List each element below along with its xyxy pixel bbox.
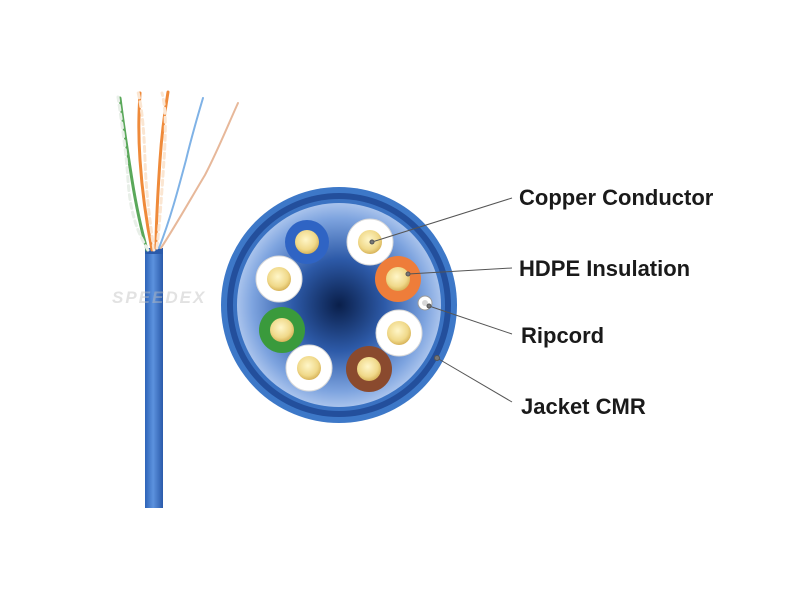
leader-jacket <box>436 357 513 403</box>
conductor-white-orange <box>375 309 423 357</box>
conductor-green <box>259 307 305 353</box>
leader-hdpe <box>407 267 513 275</box>
orange-pair-strand <box>137 91 154 252</box>
watermark-logo: SPEEDEX <box>112 288 207 307</box>
cable-cross-section <box>221 187 457 423</box>
leader-ripcord <box>428 305 513 335</box>
conductor-white-brown <box>285 344 333 392</box>
conductor-brown <box>346 346 392 392</box>
core-interior <box>237 203 441 407</box>
leader-lines <box>369 197 513 403</box>
twisted-pairs <box>116 90 239 252</box>
leader-copper <box>371 197 513 243</box>
hdpe-insulation-label: HDPE Insulation <box>519 256 691 281</box>
conductor-blue <box>285 220 329 264</box>
copper-conductor-label: Copper Conductor <box>519 185 714 210</box>
ripcord-label: Ripcord <box>521 323 605 348</box>
green-pair-strand <box>118 96 149 252</box>
brown-pair-strand <box>160 102 239 249</box>
conductor-white-green <box>255 255 303 303</box>
cable-jacket-side <box>145 250 163 508</box>
conductor-orange <box>375 256 421 302</box>
jacket-label: Jacket CMR <box>521 394 646 419</box>
cable-side-view <box>116 90 239 508</box>
blue-pair-strand <box>158 97 204 249</box>
